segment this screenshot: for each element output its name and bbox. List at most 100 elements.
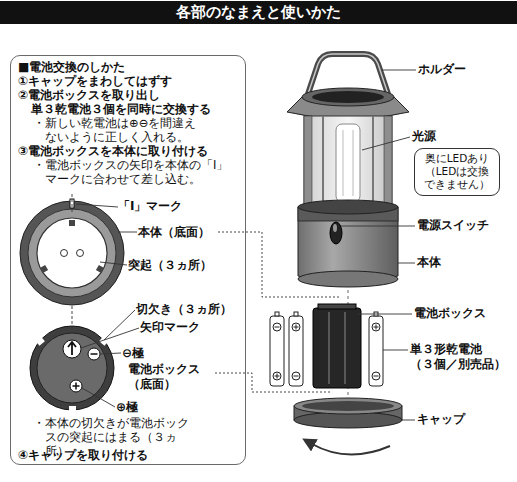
part-label: ⊕極 <box>116 400 138 415</box>
body-bottom-view <box>20 201 124 305</box>
leader-line <box>402 420 415 421</box>
aa-battery <box>273 372 281 380</box>
leader-line <box>100 262 127 265</box>
leader-line <box>81 328 139 348</box>
step-note: ・電池ボックスの矢印を本体の「Ⅰ」マークに合わせて差し込む。 <box>33 158 235 186</box>
step-text: ③電池ボックスを本体に取り付ける <box>18 144 240 158</box>
lantern-globe <box>304 116 392 206</box>
battery-box-bottom-view <box>88 348 100 360</box>
aa-battery <box>294 325 299 330</box>
note-text: 奥にLEDあり （LEDは交換 できません） <box>415 152 499 191</box>
lantern-top-cap <box>302 88 394 106</box>
aa-battery <box>292 372 300 380</box>
aa-battery <box>273 323 281 331</box>
step-text: ②電池ボックスを取り出し 単３乾電池３個を同時に交換する <box>18 88 237 116</box>
battery-box-bottom-view <box>30 326 114 410</box>
leader-line <box>362 137 410 150</box>
leader-line <box>82 388 115 407</box>
lantern-globe <box>322 116 324 206</box>
aa-battery <box>372 372 380 380</box>
panel-heading: ■電池交換のしかた <box>18 60 240 74</box>
leader-line <box>358 314 412 315</box>
leader-line <box>72 194 73 212</box>
body-bottom-view <box>20 199 124 305</box>
aa-battery <box>294 376 299 377</box>
lantern-globe <box>342 130 344 196</box>
lantern-cap <box>294 398 402 428</box>
lantern-body <box>298 271 398 287</box>
part-label: 電池ボックス （底面） <box>128 362 214 392</box>
part-label: 光源 <box>412 129 436 144</box>
battery-box-bottom-view <box>30 326 114 412</box>
leader-line <box>72 306 73 330</box>
leader-line <box>341 70 416 420</box>
aa-battery <box>289 316 303 386</box>
battery-box <box>329 312 330 384</box>
part-label: 電源スイッチ <box>417 218 489 233</box>
aa-battery <box>275 312 279 316</box>
leader-line <box>76 204 118 207</box>
page-title: 各部のなまえと使いかた <box>0 1 517 24</box>
body-bottom-view <box>96 265 104 273</box>
battery-box <box>313 304 361 388</box>
aa-battery <box>294 312 298 316</box>
body-bottom-view <box>77 250 84 257</box>
body-bottom-view <box>28 209 116 297</box>
aa-battery <box>275 374 280 379</box>
battery-box-bottom-view <box>63 340 81 358</box>
leader-line <box>398 263 415 264</box>
lantern-body <box>333 224 337 232</box>
leader-line <box>383 350 408 351</box>
title-band <box>0 1 517 24</box>
part-label: 「Ⅰ」マーク <box>118 199 182 214</box>
lantern-globe <box>352 130 354 196</box>
note-box: 奥にLEDあり （LEDは交換 できません） <box>414 148 500 196</box>
lantern-globe <box>384 116 392 206</box>
battery-box-bottom-view <box>91 353 98 355</box>
battery-box-bottom-view <box>70 380 82 392</box>
body-bottom-view <box>40 265 48 273</box>
battery-box-bottom-view <box>73 383 80 390</box>
lantern-body <box>330 222 342 244</box>
part-label: 本体 <box>417 255 441 270</box>
leader-line <box>118 232 137 233</box>
lantern-body <box>298 200 398 214</box>
lantern-cap <box>294 398 402 414</box>
part-label: 電池ボックス <box>414 306 486 321</box>
aa-battery <box>292 323 300 331</box>
part-label: 突起（３ヵ所） <box>128 258 212 273</box>
part-label: 矢印マーク <box>140 320 200 335</box>
body-bottom-view <box>61 250 68 257</box>
lantern-top-cap <box>287 88 409 120</box>
battery-box-bottom-view <box>69 406 76 412</box>
aa-battery <box>374 325 379 330</box>
part-label: 単３形乾電池 （３個／別売品） <box>410 342 514 372</box>
part-label: キャップ <box>417 412 465 427</box>
part-label: ⊖極 <box>122 346 144 361</box>
leader-line <box>104 310 135 340</box>
rotation-arrow <box>312 444 390 455</box>
lantern-cap <box>302 401 394 411</box>
part-label: ホルダー <box>418 62 466 77</box>
part-label: 切欠き（３ヵ所） <box>136 302 232 317</box>
aa-battery <box>374 376 379 377</box>
leader-line <box>100 353 121 354</box>
step-text: ①キャップをまわしてはずす <box>18 74 240 88</box>
battery-box-bottom-view <box>37 333 107 403</box>
step-note: ・新しい乾電池は⊕⊖を間違えないように正しく入れる。 <box>33 116 198 144</box>
leader-line <box>382 70 416 71</box>
battery-box <box>345 312 346 384</box>
part-label: 本体（底面） <box>138 225 210 240</box>
aa-battery <box>372 323 380 331</box>
aa-battery <box>275 327 280 328</box>
leader-line <box>341 226 415 227</box>
lantern-globe <box>304 116 312 206</box>
body-bottom-view <box>37 218 107 288</box>
lantern-body <box>298 200 398 287</box>
battery-box <box>318 304 356 309</box>
lantern-top-cap <box>312 91 384 103</box>
lantern-globe <box>372 116 374 206</box>
lantern-globe <box>336 124 360 202</box>
battery-box-bottom-view <box>68 342 76 355</box>
